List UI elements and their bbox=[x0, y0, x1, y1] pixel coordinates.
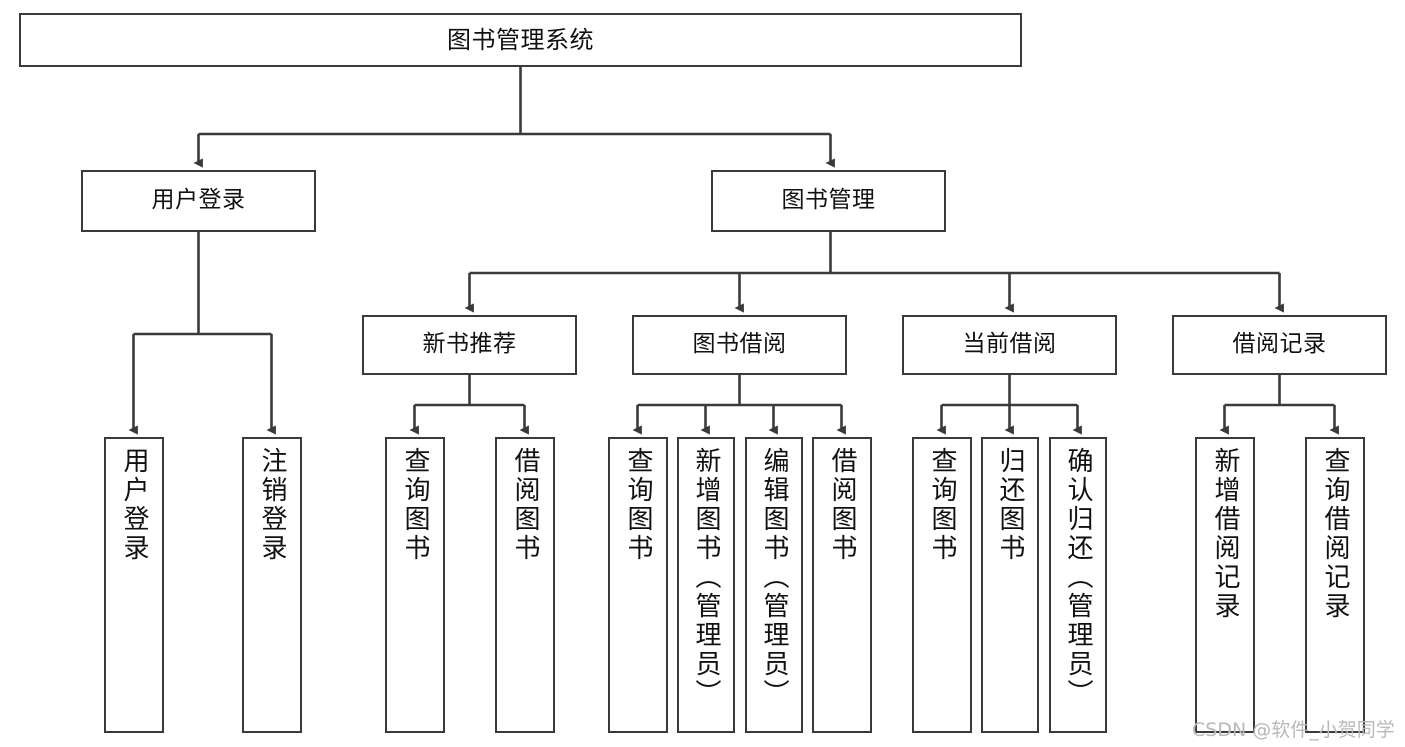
node-leaf-user-login[interactable]: 用户登录 bbox=[104, 437, 164, 733]
node-new-book-recommend[interactable]: 新书推荐 bbox=[362, 315, 577, 375]
node-leaf-add-book[interactable]: 新增图书（管理员） bbox=[677, 437, 735, 733]
node-label: 当前借阅 bbox=[962, 331, 1057, 358]
node-label: 图书管理系统 bbox=[447, 25, 594, 54]
node-leaf-add-record[interactable]: 新增借阅记录 bbox=[1195, 437, 1255, 733]
node-label: 借阅图书 bbox=[827, 447, 857, 563]
node-leaf-borrow-book-2[interactable]: 借阅图书 bbox=[812, 437, 872, 733]
node-label: 图书管理 bbox=[781, 187, 876, 214]
node-label: 新增借阅记录 bbox=[1210, 447, 1240, 621]
node-root-system[interactable]: 图书管理系统 bbox=[19, 13, 1022, 67]
node-current-borrow[interactable]: 当前借阅 bbox=[902, 315, 1117, 375]
node-label: 借阅图书 bbox=[510, 447, 540, 563]
node-leaf-query-book-1[interactable]: 查询图书 bbox=[385, 437, 445, 733]
node-label: 确认归还（管理员） bbox=[1063, 447, 1093, 708]
node-label: 注销登录 bbox=[257, 447, 287, 563]
csdn-watermark: CSDN @软件_小贺同学 bbox=[1192, 719, 1395, 741]
node-leaf-logout[interactable]: 注销登录 bbox=[242, 437, 302, 733]
node-book-borrow[interactable]: 图书借阅 bbox=[632, 315, 847, 375]
node-leaf-borrow-book-1[interactable]: 借阅图书 bbox=[495, 437, 555, 733]
node-leaf-return-book[interactable]: 归还图书 bbox=[981, 437, 1039, 733]
node-leaf-query-record[interactable]: 查询借阅记录 bbox=[1305, 437, 1365, 733]
node-label: 查询借阅记录 bbox=[1320, 447, 1350, 621]
node-label: 新增图书（管理员） bbox=[691, 447, 721, 708]
node-leaf-confirm-return[interactable]: 确认归还（管理员） bbox=[1049, 437, 1107, 733]
node-leaf-query-book-3[interactable]: 查询图书 bbox=[912, 437, 972, 733]
node-label: 查询图书 bbox=[927, 447, 957, 563]
node-book-management[interactable]: 图书管理 bbox=[711, 170, 946, 232]
node-borrow-record[interactable]: 借阅记录 bbox=[1172, 315, 1387, 375]
node-label: 查询图书 bbox=[400, 447, 430, 563]
node-leaf-query-book-2[interactable]: 查询图书 bbox=[608, 437, 668, 733]
node-label: 借阅记录 bbox=[1232, 331, 1327, 358]
node-leaf-edit-book[interactable]: 编辑图书（管理员） bbox=[745, 437, 803, 733]
node-user-login[interactable]: 用户登录 bbox=[81, 170, 316, 232]
node-label: 编辑图书（管理员） bbox=[759, 447, 789, 708]
node-label: 图书借阅 bbox=[692, 331, 787, 358]
node-label: 新书推荐 bbox=[422, 331, 517, 358]
node-label: 归还图书 bbox=[995, 447, 1025, 563]
node-label: 查询图书 bbox=[623, 447, 653, 563]
node-label: 用户登录 bbox=[151, 187, 246, 214]
node-label: 用户登录 bbox=[119, 447, 149, 563]
